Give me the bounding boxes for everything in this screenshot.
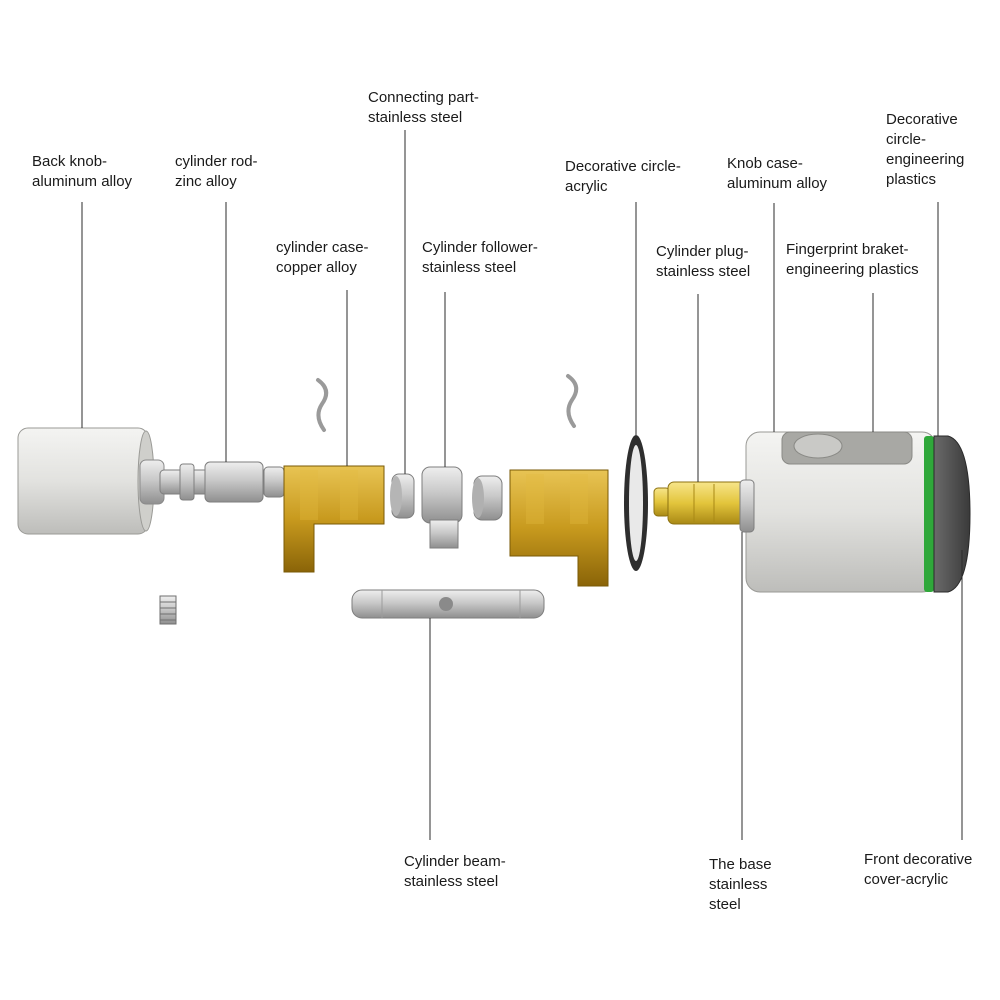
knob-case-part [739, 431, 937, 593]
connecting-part-part [390, 473, 415, 519]
small-bushing-part [472, 475, 503, 521]
cylinder-rod-part [159, 461, 285, 503]
label-cylinder-case: cylinder case-copper alloy [276, 239, 369, 276]
set-screw-part [159, 595, 177, 625]
decorative-circle-acrylic-part [624, 435, 648, 571]
label-cylinder-follower: Cylinder follower-stainless steel [422, 239, 538, 276]
label-cylinder-plug: Cylinder plug-stainless steel [656, 243, 751, 280]
label-cylinder-rod: cylinder rod-zinc alloy [175, 153, 258, 190]
label-knob-case: Knob case-aluminum alloy [727, 155, 828, 192]
decorative-circle-plastics-ring [924, 436, 934, 592]
label-cylinder-beam: Cylinder beam-stainless steel [404, 853, 506, 890]
front-decorative-cover-part [933, 435, 971, 593]
retaining-clip-left [316, 378, 329, 432]
back-knob-part [17, 427, 165, 535]
retaining-clip-right [566, 374, 579, 428]
leader-lines [81, 130, 963, 840]
cylinder-beam-part [351, 589, 545, 619]
cylinder-plug-part [653, 481, 749, 525]
label-back-knob: Back knob-aluminum alloy [32, 153, 133, 190]
cylinder-follower-part [421, 466, 463, 549]
cylinder-case-right-part [509, 469, 609, 587]
label-fingerprint-bracket: Fingerprint braket-engineering plastics [786, 241, 919, 278]
cylinder-case-left-part [283, 465, 385, 573]
label-decorative-circle-acrylic: Decorative circle-acrylic [565, 158, 681, 195]
label-connecting-part: Connecting part-stainless steel [368, 89, 479, 126]
